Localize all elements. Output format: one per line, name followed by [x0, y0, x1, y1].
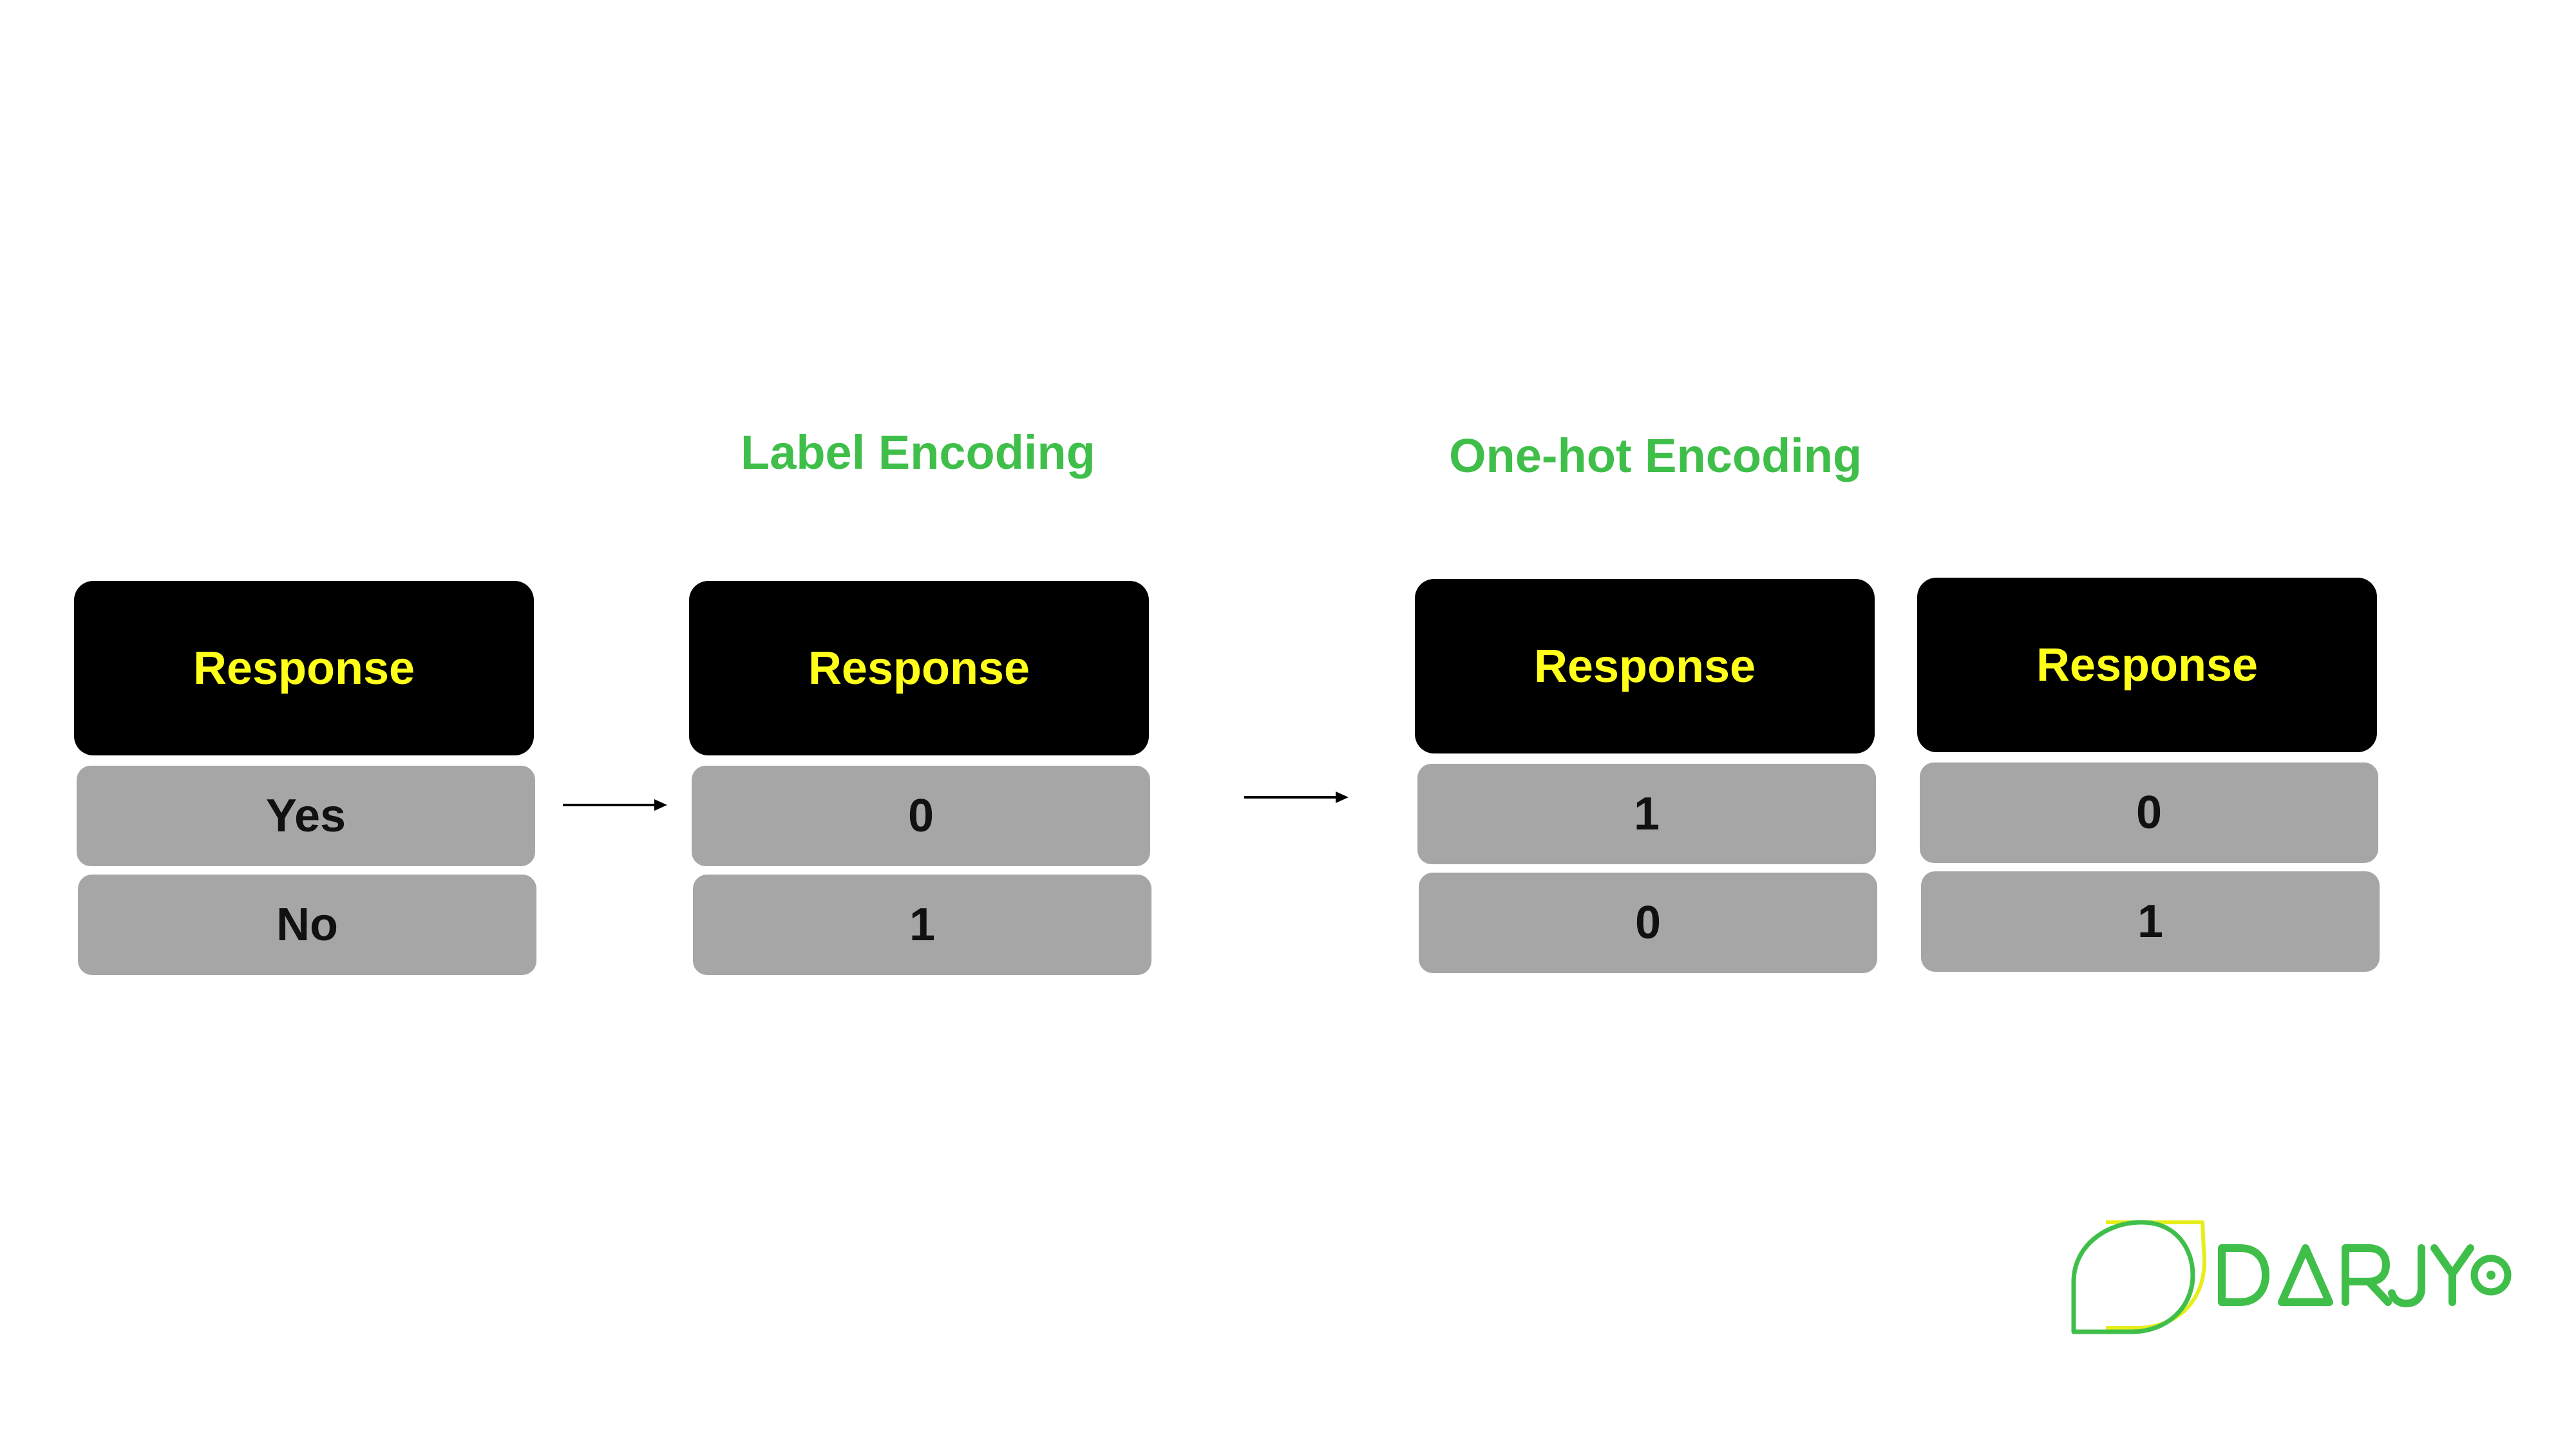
one-hot-2-row-0: 0 — [1920, 762, 2378, 863]
original-row-no: No — [78, 875, 536, 975]
arrow-right-icon — [563, 799, 667, 811]
one-hot-1-header: Response — [1415, 579, 1875, 753]
one-hot-1-row-1: 0 — [1419, 873, 1877, 973]
original-row-yes: Yes — [77, 766, 535, 866]
one-hot-encoding-title: One-hot Encoding — [1449, 429, 1862, 482]
darjyo-logo-mark — [2071, 1220, 2512, 1334]
one-hot-1-row-0: 1 — [1417, 764, 1876, 864]
one-hot-2-row-1: 1 — [1921, 871, 2380, 972]
original-header: Response — [74, 581, 534, 755]
arrow-right-icon — [1244, 791, 1349, 803]
label-encoded-row-0: 0 — [692, 766, 1150, 866]
label-encoded-header: Response — [689, 581, 1149, 755]
label-encoding-title: Label Encoding — [741, 426, 1095, 479]
one-hot-2-header: Response — [1917, 578, 2377, 752]
darjyo-logo — [2061, 1211, 2512, 1340]
label-encoded-row-1: 1 — [693, 875, 1151, 975]
